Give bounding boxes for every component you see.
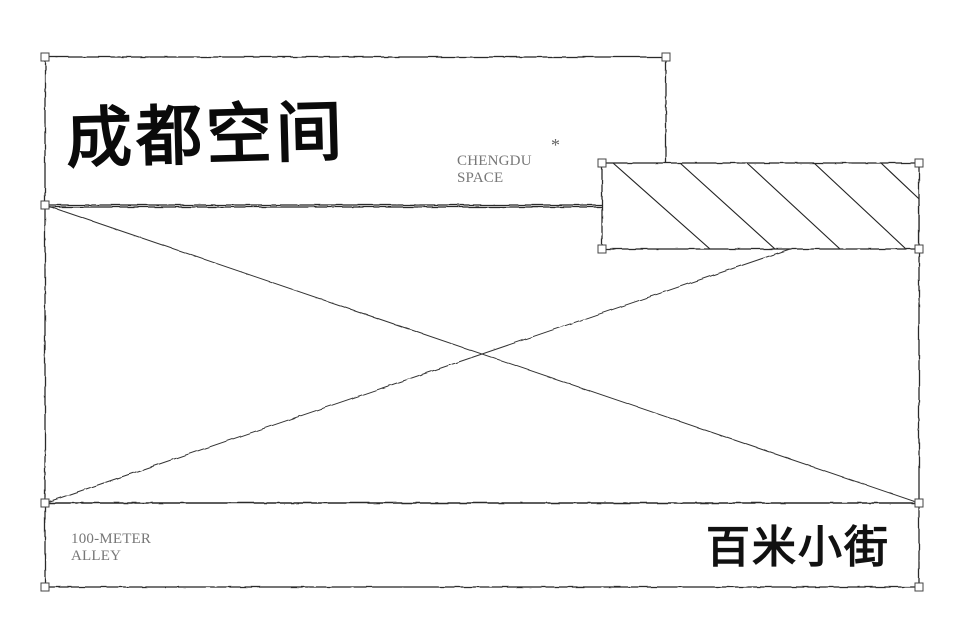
hatched-box-frame[interactable] [601,162,920,250]
hatch-line-5 [880,163,919,200]
handle-image-top-left[interactable] [40,200,50,210]
hatch-line-3 [746,163,841,249]
handle-footer-bottom-left[interactable] [40,582,50,592]
handle-hatch-bottom-left[interactable] [597,244,607,254]
hatch-line-4 [813,163,907,249]
header-subtitle-line2: SPACE [457,170,504,186]
footer-title-zh: 百米小街 [706,522,890,573]
handle-header-top-left[interactable] [40,52,50,62]
footer-label-line1: 100-METER [71,531,152,547]
handle-footer-bottom-right[interactable] [914,582,924,592]
handle-header-top-right[interactable] [661,52,671,62]
header-frame[interactable] [44,56,667,208]
handle-image-bottom-left[interactable] [40,498,50,508]
header-subtitle-line1: CHENGDU [457,153,532,169]
hatch-line-1 [612,163,711,249]
placeholder-cross-line-2 [44,248,791,504]
header-title-zh: 成都空间 [65,93,347,178]
handle-hatch-top-left[interactable] [597,158,607,168]
handle-image-bottom-right[interactable] [914,498,924,508]
footer-label-en: 100-METER ALLEY [71,531,151,565]
handle-hatch-bottom-right[interactable] [914,244,924,254]
footer-label-line2: ALLEY [71,548,122,564]
hatch-line-2 [679,163,776,249]
asterisk-mark: * [551,135,560,155]
handle-hatch-top-right[interactable] [914,158,924,168]
hatched-box-background [602,163,919,249]
footer-frame[interactable] [44,502,920,588]
header-subtitle-en: CHENGDU SPACE [457,153,532,187]
